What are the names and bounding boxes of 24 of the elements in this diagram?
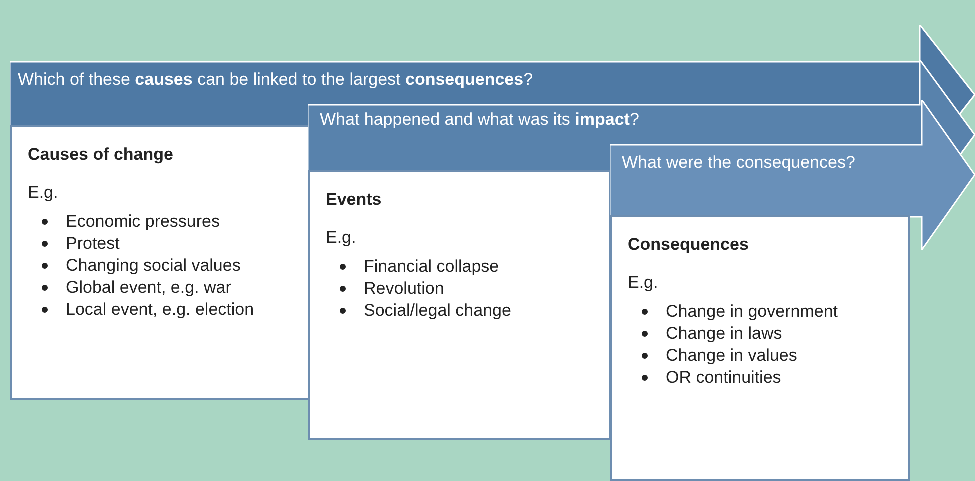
bullet-item: Change in laws bbox=[666, 324, 782, 343]
bullet-item: Local event, e.g. election bbox=[66, 300, 254, 319]
bullet-item: Global event, e.g. war bbox=[66, 278, 232, 297]
card-heading: Causes of change bbox=[28, 145, 174, 165]
bullet-item: Financial collapse bbox=[364, 257, 500, 276]
card-heading: Events bbox=[326, 190, 383, 210]
example-label: E.g. bbox=[628, 273, 660, 293]
bullet-item: OR continuities bbox=[666, 368, 782, 387]
bullet-item: Change in values bbox=[666, 346, 798, 365]
bullet-item: Change in government bbox=[666, 302, 838, 321]
question-text: Which of these causes can be linked to the largest consequences? bbox=[18, 70, 534, 90]
bullet-item: Changing social values bbox=[66, 256, 241, 275]
bullet-item: Revolution bbox=[364, 279, 444, 298]
card-heading: Consequences bbox=[628, 235, 750, 255]
bullet-item: Protest bbox=[66, 234, 120, 253]
bullet-item: Social/legal change bbox=[364, 301, 512, 320]
bullet-item: Economic pressures bbox=[66, 212, 220, 231]
info-card bbox=[308, 170, 611, 440]
example-label: E.g. bbox=[28, 183, 60, 203]
info-card bbox=[10, 125, 310, 400]
example-label: E.g. bbox=[326, 228, 358, 248]
question-text: What happened and what was its impact? bbox=[320, 110, 640, 130]
question-text: What were the consequences? bbox=[622, 153, 856, 173]
info-card bbox=[610, 215, 910, 481]
